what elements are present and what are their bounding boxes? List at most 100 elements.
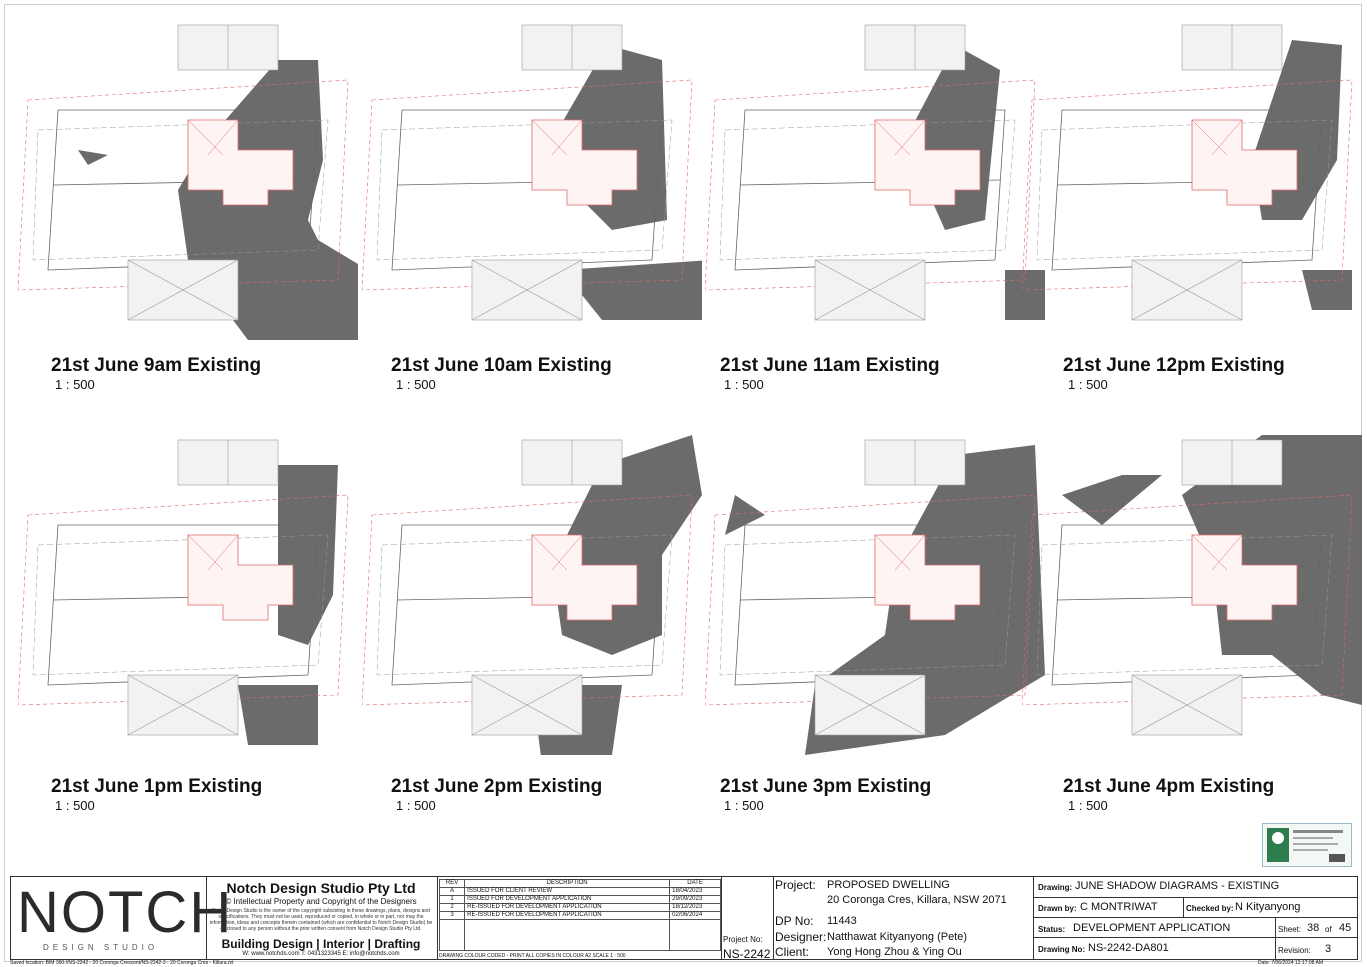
existing-dwelling <box>1191 534 1298 621</box>
designer-value: Natthawat Kityanyong (Pete) <box>827 931 968 943</box>
shadow-area <box>278 465 338 645</box>
setback-line <box>1022 494 1353 706</box>
existing-dwelling <box>187 119 294 206</box>
designer-label: Designer: <box>775 930 827 944</box>
view-scale: 1 : 500 <box>396 377 436 392</box>
description-cell: ISSUED FOR CLIENT REVIEW <box>464 887 671 896</box>
view-scale: 1 : 500 <box>724 798 764 813</box>
rev-cell: A <box>438 887 466 896</box>
site-boundary <box>1051 109 1323 271</box>
revision-label: Revision: <box>1278 946 1311 955</box>
site-boundary <box>1051 524 1323 686</box>
drawn-by-value: C MONTRIWAT <box>1080 901 1158 913</box>
existing-dwelling <box>187 534 294 621</box>
shadow-area <box>562 260 702 320</box>
setback-line <box>362 494 693 706</box>
rev-header: REV <box>438 879 466 888</box>
shadow-area <box>78 150 108 165</box>
project-number-label: Project No: <box>723 935 763 944</box>
setback-line <box>705 79 1036 291</box>
copyright-notice: Notch Design Studio is the owner of the … <box>209 908 433 932</box>
project-label: Project: <box>775 878 816 892</box>
date-cell: 18/12/2023 <box>669 903 721 912</box>
description-cell: RE-ISSUED FOR DEVELOPMENT APPLICATION <box>464 911 671 920</box>
date-cell: 18/04/2023 <box>669 887 721 896</box>
site-plan-drawing <box>18 439 349 745</box>
project-address: 20 Coronga Cres, Killara, NSW 2071 <box>827 894 1007 906</box>
setback-line <box>362 79 693 291</box>
shadow-diagram-panel <box>18 435 358 780</box>
certificate-stamp-icon <box>1267 828 1345 862</box>
shadow-area <box>1005 270 1045 320</box>
view-title: 21st June 9am Existing <box>51 355 262 376</box>
existing-dwelling <box>1191 119 1298 206</box>
site-boundary <box>391 109 663 271</box>
drawing-number-label: Drawing No: <box>1038 945 1086 954</box>
client-label: Client: <box>775 945 810 959</box>
table-row: A ISSUED FOR CLIENT REVIEW 18/04/2023 <box>438 887 721 896</box>
sheet-number: 38 <box>1307 922 1320 934</box>
sheet-label: Sheet: <box>1278 925 1302 934</box>
drawn-by-label: Drawn by: <box>1038 904 1077 913</box>
project-number-value: NS-2242 <box>723 947 771 961</box>
company-name: Notch Design Studio Pty Ltd <box>226 880 416 896</box>
basix-certificate-stamp <box>1262 823 1352 867</box>
print-date: Date: 7/06/2024 12:17:08 AM <box>1258 960 1324 966</box>
shadow-area <box>725 495 765 535</box>
view-title: 21st June 4pm Existing <box>1063 776 1275 797</box>
rev-cell: 2 <box>438 903 466 912</box>
site-plan-drawing <box>705 24 1045 321</box>
checked-by-value: N Kityanyong <box>1235 901 1301 913</box>
view-scale: 1 : 500 <box>55 798 95 813</box>
shadow-diagram-panel <box>705 435 1045 780</box>
setback-line <box>705 494 1036 706</box>
dp-label: DP No: <box>775 914 814 928</box>
revision-note: DRAWING COLOUR CODED - PRINT ALL COPIES … <box>439 953 626 959</box>
company-contact: W: www.notchds.com T: 0431323345 E: info… <box>242 951 400 957</box>
site-boundary <box>47 524 319 686</box>
view-title: 21st June 11am Existing <box>720 355 940 376</box>
site-plan-drawing <box>362 24 702 321</box>
table-row: 1 ISSUED FOR DEVELOPMENT APPLICATION 29/… <box>438 895 721 904</box>
existing-dwelling <box>531 534 638 621</box>
rev-cell: 3 <box>438 911 466 920</box>
shadow-diagram-panel <box>362 20 702 365</box>
site-boundary <box>391 524 663 686</box>
date-header: DATE <box>669 879 721 888</box>
drawing-label: Drawing: <box>1038 883 1073 892</box>
view-scale: 1 : 500 <box>396 798 436 813</box>
setback-line <box>18 79 349 291</box>
view-title: 21st June 10am Existing <box>391 355 612 376</box>
description-cell: ISSUED FOR DEVELOPMENT APPLICATION <box>464 895 671 904</box>
shadow-diagram-panel <box>362 435 702 780</box>
view-title: 21st June 3pm Existing <box>720 776 932 797</box>
logo-subtitle: DESIGN STUDIO <box>43 943 159 952</box>
revision-table: REV DESCRIPTION DATE A ISSUED FOR CLIENT… <box>438 879 721 951</box>
date-cell: 02/06/2024 <box>669 911 721 920</box>
site-boundary <box>47 109 319 271</box>
existing-dwelling <box>874 534 981 621</box>
drawing-title: JUNE SHADOW DIAGRAMS - EXISTING <box>1075 880 1280 892</box>
dp-value: 11443 <box>827 915 857 927</box>
site-plan-drawing <box>1022 435 1362 736</box>
site-plan-drawing <box>1022 24 1353 321</box>
status-value: DEVELOPMENT APPLICATION <box>1073 922 1231 934</box>
existing-dwelling <box>531 119 638 206</box>
client-value: Yong Hong Zhou & Ying Ou <box>827 946 962 958</box>
shadow-area <box>1062 475 1162 525</box>
saved-location: Saved location: BIM 360://NS-2242 - 20 C… <box>10 960 234 966</box>
table-row: 3 RE-ISSUED FOR DEVELOPMENT APPLICATION … <box>438 911 721 920</box>
company-info: Notch Design Studio Pty Ltd © Intellectu… <box>208 880 434 932</box>
setback-line <box>18 494 349 706</box>
shadow-diagram-panel <box>705 20 1045 365</box>
sheet-total: 45 <box>1339 922 1352 934</box>
site-boundary <box>734 109 1006 271</box>
company-services: Building Design | Interior | Drafting <box>221 937 421 951</box>
setback-line <box>1022 79 1353 291</box>
view-title: 21st June 1pm Existing <box>51 776 263 797</box>
date-cell: 29/09/2023 <box>669 895 721 904</box>
table-row: 2 RE-ISSUED FOR DEVELOPMENT APPLICATION … <box>438 903 721 912</box>
title-block: NOTCH DESIGN STUDIO Notch Design Studio … <box>10 876 1358 961</box>
view-scale: 1 : 500 <box>55 377 95 392</box>
site-plan-drawing <box>362 435 702 755</box>
